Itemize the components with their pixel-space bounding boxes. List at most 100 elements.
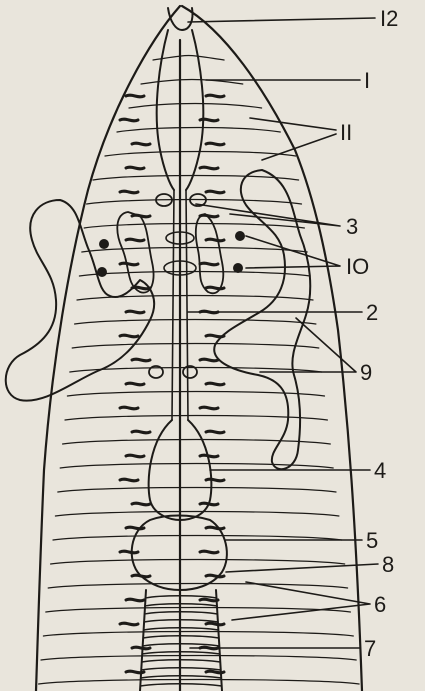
seta-pair-left	[118, 405, 140, 411]
gland-left-a	[155, 193, 173, 207]
left-seminal-vesicle	[4, 199, 156, 402]
gland-left-b	[148, 365, 164, 379]
callout-I: I	[364, 68, 370, 93]
segment-ring	[62, 438, 331, 445]
callout-II: II	[340, 120, 352, 145]
segment-ring	[52, 534, 343, 541]
body-outline-right	[180, 4, 364, 691]
spot-left-a	[99, 239, 109, 249]
leader-IO	[245, 235, 341, 269]
leader-6	[231, 581, 371, 621]
seta-pair-right	[198, 549, 220, 555]
segment-ring	[42, 630, 354, 637]
seta-pair-right	[204, 525, 226, 531]
seta-pair-right	[204, 573, 226, 579]
segment-ring	[54, 510, 340, 517]
seta-pair-right	[204, 141, 226, 147]
seta-pair-right	[198, 357, 220, 363]
segment-ring	[86, 198, 303, 205]
left-inner-vesicle	[116, 211, 155, 294]
callout-IO: IO	[346, 254, 369, 279]
seta-pair-left	[124, 669, 146, 675]
segment-ring	[92, 174, 300, 181]
seta-pair-right	[198, 405, 220, 411]
ring-organ-b	[163, 260, 197, 276]
seta-pair-left	[124, 309, 146, 315]
seta-pair-right	[204, 429, 226, 435]
right-inner-vesicle	[194, 213, 225, 295]
segment-ring	[40, 654, 357, 661]
segment-ring	[45, 606, 351, 613]
spot-left-b	[97, 267, 107, 277]
segment-ring	[50, 558, 346, 565]
seta-pair-left	[118, 621, 140, 627]
body-outline-left	[34, 4, 182, 691]
segment-ring	[76, 294, 314, 301]
callout-6: 6	[374, 592, 386, 617]
esophagus	[171, 189, 189, 421]
callout-9: 9	[360, 360, 372, 385]
callout-8: 8	[382, 552, 394, 577]
seta-pair-right	[204, 285, 226, 291]
callout-labels: I2 I II 3 IO 2 9 4 5 8 6 7	[340, 6, 398, 661]
leader-II	[249, 117, 337, 161]
segment-ring	[47, 582, 349, 589]
pharynx	[155, 29, 205, 191]
segment-ring	[116, 126, 281, 133]
segment-ring	[78, 270, 311, 277]
seta-pair-right	[204, 621, 226, 627]
gland-right-a	[189, 193, 207, 207]
seta-pair-left	[130, 141, 152, 147]
leader-8	[225, 563, 379, 573]
segment-ring	[38, 678, 360, 685]
segment-ring	[66, 390, 326, 397]
seta-pair-left	[118, 117, 140, 123]
seta-pair-left	[118, 261, 140, 267]
leader-9	[259, 317, 357, 373]
spot-right-a	[235, 231, 245, 241]
seta-pair-right	[198, 453, 220, 459]
seta-pair-right	[204, 189, 226, 195]
callout-2: 2	[366, 300, 378, 325]
spot-right-b	[233, 263, 243, 273]
seta-pair-left	[118, 189, 140, 195]
segment-ring	[152, 54, 225, 61]
seta-pair-right	[198, 261, 220, 267]
callout-5: 5	[366, 528, 378, 553]
segment-ring	[59, 462, 334, 469]
ring-organ-a	[165, 231, 195, 245]
body-wall	[34, 4, 364, 691]
segment-ring	[83, 222, 305, 229]
seta-pair-left	[130, 429, 152, 435]
callout-4: 4	[374, 458, 386, 483]
leader-lines	[187, 17, 379, 649]
segment-ring	[128, 102, 263, 109]
seta-pair-right	[204, 669, 226, 675]
intestine-left	[139, 589, 147, 691]
digestive-tract	[130, 7, 228, 691]
segment-rings	[38, 54, 360, 685]
seta-pair-left	[124, 597, 146, 603]
seta-pair-right	[198, 165, 220, 171]
segment-ring	[140, 78, 244, 85]
segment-ring	[57, 486, 337, 493]
seta-pair-left	[124, 453, 146, 459]
seta-pair-right	[204, 93, 226, 99]
small-organs	[97, 193, 245, 379]
seta-pair-right	[204, 381, 226, 387]
seta-pair-right	[204, 477, 226, 483]
segment-ring	[81, 246, 308, 253]
seta-pair-left	[130, 357, 152, 363]
callout-I2: I2	[380, 6, 398, 31]
seminal-vesicles	[4, 169, 312, 471]
seta-pair-left	[124, 93, 146, 99]
intestine-right	[215, 589, 223, 691]
segment-ring	[71, 342, 320, 349]
callout-7: 7	[364, 636, 376, 661]
callout-3: 3	[346, 214, 358, 239]
seta-pair-left	[124, 237, 146, 243]
mouth	[167, 7, 194, 31]
right-seminal-vesicle	[213, 169, 312, 471]
seta-pair-right	[198, 117, 220, 123]
